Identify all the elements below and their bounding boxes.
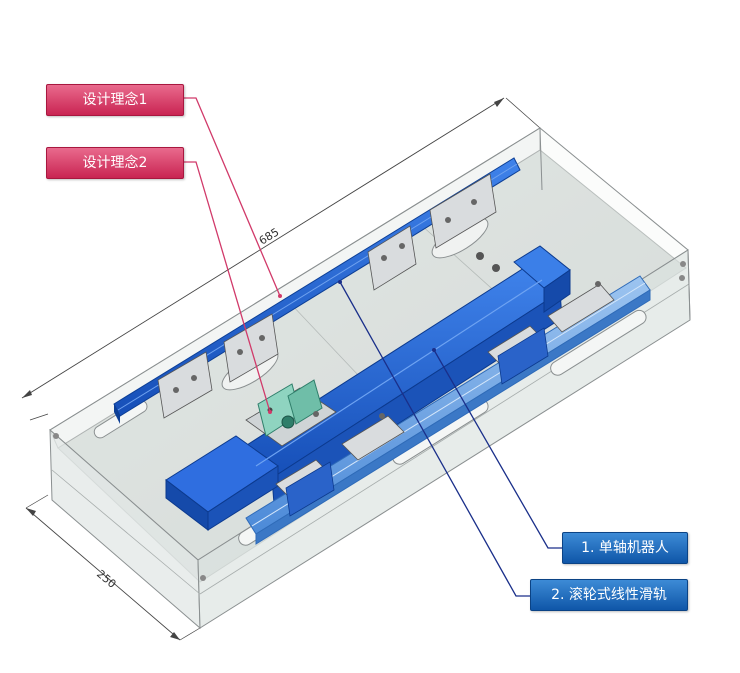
callout-roller-linear-rail-label: 2. 滚轮式线性滑轨 bbox=[551, 587, 667, 603]
callout-roller-linear-rail[interactable]: 2. 滚轮式线性滑轨 bbox=[530, 579, 688, 611]
slider-with-bracket bbox=[245, 379, 337, 447]
callout-design-concept-2-label: 设计理念2 bbox=[82, 155, 148, 171]
callout-design-concept-1-label: 设计理念1 bbox=[82, 92, 148, 108]
front-rail-carriages bbox=[275, 281, 615, 517]
callout-design-concept-2[interactable]: 设计理念2 bbox=[46, 147, 184, 179]
leader-lines bbox=[184, 97, 562, 597]
width-dimension-label: 250 bbox=[94, 567, 118, 590]
single-axis-robot bbox=[165, 245, 571, 532]
callout-single-axis-robot-label: 1. 单轴机器人 bbox=[581, 540, 669, 556]
callout-single-axis-robot[interactable]: 1. 单轴机器人 bbox=[562, 532, 688, 564]
callout-design-concept-1[interactable]: 设计理念1 bbox=[46, 84, 184, 116]
